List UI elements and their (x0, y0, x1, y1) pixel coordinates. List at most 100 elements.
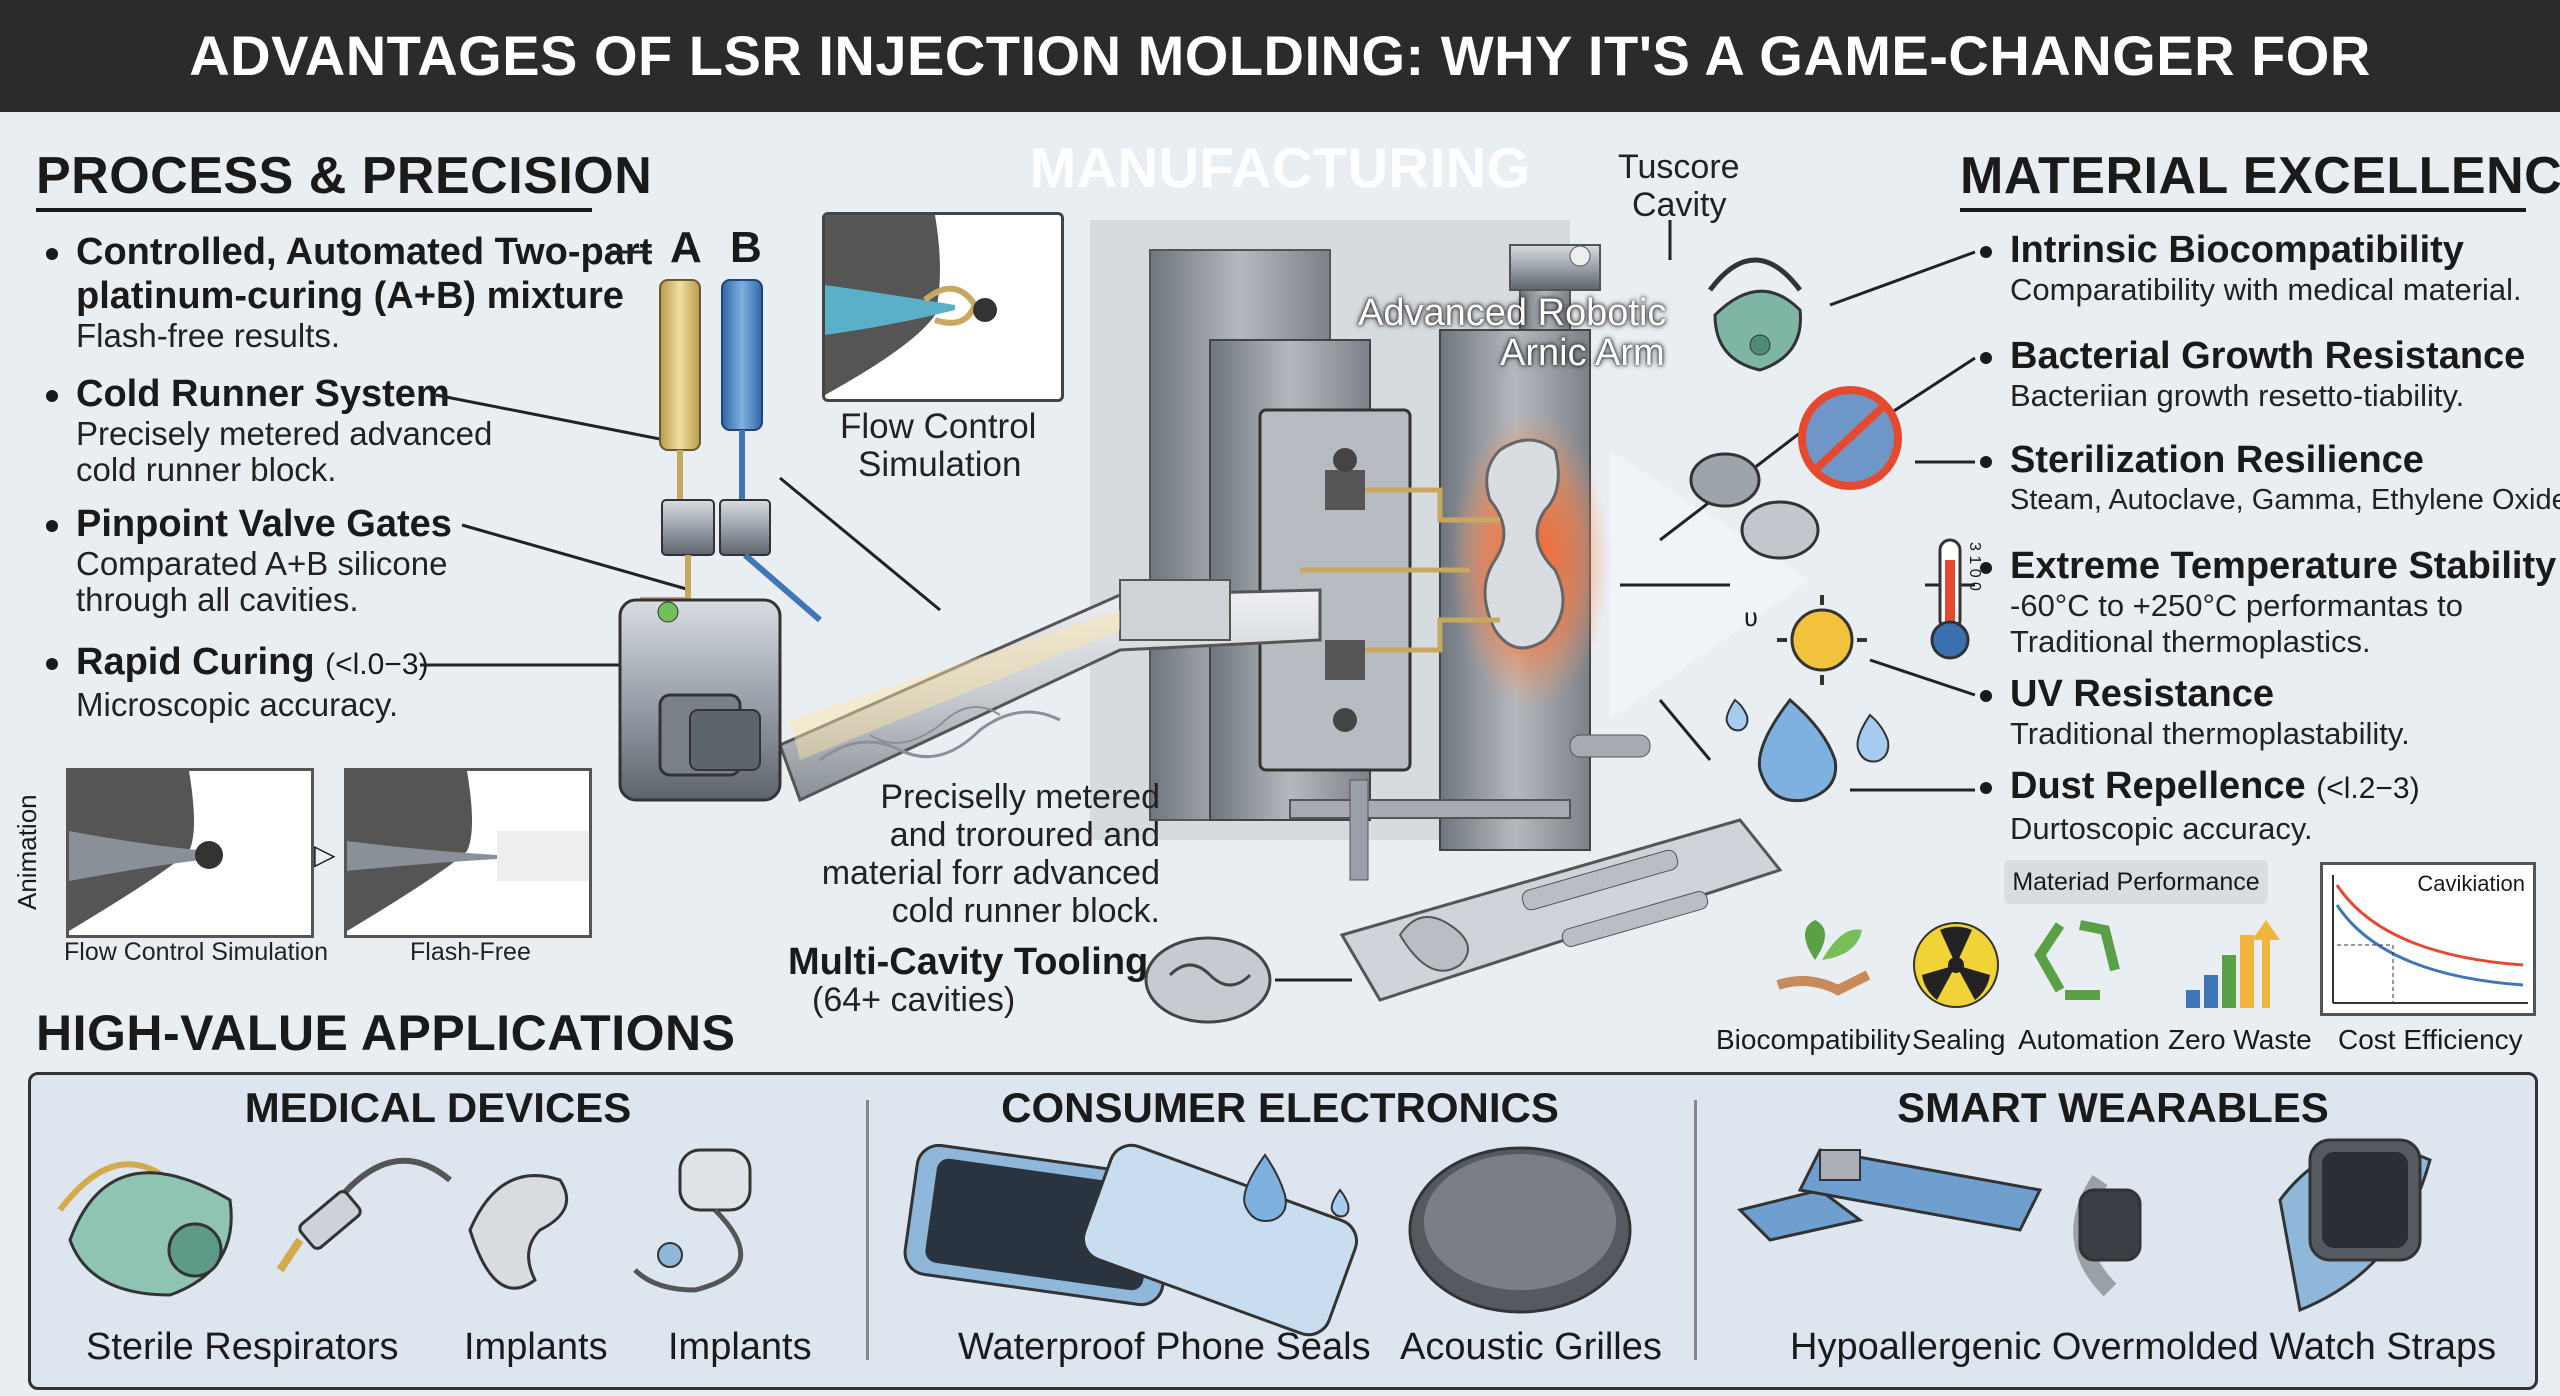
flow-sim-inset (822, 212, 1064, 402)
anim-frame-2-caption: Flash-Free (410, 938, 531, 966)
process-item-3-sub: Comparated A+B silicone (76, 545, 448, 582)
material-item-1-sub: Comparatibility with medical material. (2010, 272, 2522, 307)
tuscore-label-2: Cavity (1632, 186, 1727, 224)
respirator-mask-icon (57, 1161, 233, 1297)
metered-line-2: and troroured and (889, 816, 1160, 854)
cost-efficiency-label: Cost Efficiency (2338, 1024, 2523, 1055)
biocompatibility-icon (1776, 920, 1871, 996)
anim-frame-1-graphic (69, 771, 223, 931)
process-item-1-head-2: platinum-curing (A+B) mixture (76, 275, 624, 317)
process-item-2-head: Cold Runner System (76, 373, 450, 415)
waterproof-phone-seals-label: Waterproof Phone Seals (958, 1326, 1371, 1368)
recycle-icon (2034, 920, 2120, 1000)
material-item-2: Bacterial Growth Resistance Bacteriian g… (1980, 334, 2525, 414)
implant-shape-icon (468, 1174, 569, 1290)
sun-mark: ʋ (1744, 602, 1759, 632)
material-item-6-head: Dust Repellence (2010, 765, 2306, 807)
acoustic-grille-icon (1408, 1146, 1632, 1314)
process-item-4: Rapid Curing (<l.0−3) Microscopic accura… (46, 640, 429, 723)
process-title-underline (36, 208, 592, 212)
process-item-3-sub-2: through all cavities. (76, 581, 359, 618)
cartridge-a-label: A (670, 223, 702, 272)
sealing-icon (1913, 922, 1999, 1008)
process-item-3: Pinpoint Valve Gates Comparated A+B sili… (46, 502, 452, 618)
smartwatch-icon (2073, 1138, 2432, 1313)
material-section-title: MATERIAL EXCELLENCE (1960, 147, 2560, 205)
bullet-icon (1980, 781, 1992, 794)
process-item-4-sub: Microscopic accuracy. (76, 686, 399, 723)
material-item-4: Extreme Temperature Stability -60°C to +… (1980, 544, 2556, 660)
material-item-5-sub: Traditional thermoplastability. (2010, 716, 2410, 751)
silicone-discs-icon (1689, 452, 1820, 560)
tuscore-label-1: Tuscore (1618, 148, 1740, 186)
flow-sim-graphic (825, 215, 997, 395)
bullet-icon (46, 519, 58, 532)
implants-label-1: Implants (464, 1326, 608, 1368)
sun-icon (1777, 595, 1867, 685)
watch-straps-label: Hypoallergenic Overmolded Watch Straps (1790, 1326, 2497, 1368)
app-divider-2 (1694, 1100, 1697, 1360)
material-item-4-sub: -60°C to +250°C performantas to (2010, 588, 2463, 623)
multi-cavity-sub: (64+ cavities) (812, 981, 1016, 1019)
implant-connector-icon (276, 1157, 452, 1273)
process-item-1-sub: Flash-free results. (76, 317, 341, 354)
page-title: ADVANTAGES OF LSR INJECTION MOLDING: WHY… (189, 24, 2371, 199)
implants-label-2: Implants (668, 1326, 812, 1368)
bullet-icon (1980, 455, 1992, 468)
metered-line-3: material forr advanced (821, 854, 1160, 892)
material-item-4-sub-2: Traditional thermoplastics. (2010, 624, 2371, 659)
material-item-6-note: (<l.2−3) (2316, 772, 2420, 805)
flow-sim-caption-2: Simulation (858, 445, 1022, 484)
cartridge-b-label: B (730, 223, 762, 272)
process-item-2-sub: Precisely metered advanced (76, 415, 493, 452)
material-item-6: Dust Repellence (<l.2−3) Durtoscopic acc… (1980, 764, 2420, 847)
process-item-3-head: Pinpoint Valve Gates (76, 503, 452, 545)
medical-devices-title: MEDICAL DEVICES (244, 1084, 632, 1131)
bullet-icon (46, 657, 58, 670)
anim-arrow-icon: ▷ (314, 839, 336, 870)
acoustic-grilles-label: Acoustic Grilles (1400, 1326, 1662, 1368)
bar-growth-icon (2186, 920, 2280, 1008)
bullet-icon (46, 389, 58, 402)
title-bar (0, 0, 2560, 112)
material-item-5: UV Resistance Traditional thermoplastabi… (1980, 672, 2410, 752)
smartphone-icon (903, 1143, 1358, 1337)
respirator-icon (1708, 257, 1802, 372)
material-item-3: Sterilization Resilience Steam, Autoclav… (1980, 438, 2560, 518)
sealing-label: Sealing (1912, 1024, 2006, 1055)
material-item-3-sub: Steam, Autoclave, Gamma, Ethylene Oxide (2010, 484, 2560, 516)
implant-device-icon (633, 1148, 752, 1293)
water-droplet-icon (1725, 697, 1890, 803)
material-item-3-head: Sterilization Resilience (2010, 439, 2424, 481)
anim-frame-1 (66, 768, 314, 938)
consumer-electronics-title: CONSUMER ELECTRONICS (1001, 1084, 1559, 1131)
cost-chart-title: Cavikiation (2417, 871, 2525, 896)
automation-label: Automation (2018, 1024, 2160, 1055)
process-item-1-head: Controlled, Automated Two-part (76, 231, 653, 273)
cost-chart: Cavikiation (2320, 862, 2536, 1016)
process-item-4-head: Rapid Curing (76, 641, 315, 683)
applications-title: HIGH-VALUE APPLICATIONS (36, 1005, 736, 1061)
process-item-2: Cold Runner System Precisely metered adv… (46, 372, 492, 488)
sterile-respirators-label: Sterile Respirators (86, 1326, 399, 1368)
bullet-icon (46, 247, 58, 260)
anim-frame-2-graphic (347, 771, 589, 931)
material-item-1: Intrinsic Biocompatibility Comparatibili… (1980, 228, 2522, 308)
metered-line-4: cold runner block. (891, 892, 1160, 930)
thermometer-ticks: 3 1 0 0 (1966, 542, 1983, 591)
zero-waste-label: Zero Waste (2168, 1024, 2312, 1055)
process-item-1: Controlled, Automated Two-part platinum-… (46, 230, 652, 354)
material-title-underline (1960, 208, 2526, 212)
no-bacteria-icon (1798, 386, 1902, 490)
process-item-4-note: (<l.0−3) (325, 648, 429, 681)
app-divider-1 (866, 1100, 869, 1360)
material-item-2-head: Bacterial Growth Resistance (2010, 335, 2526, 377)
multi-cavity-title: Multi-Cavity Tooling (788, 941, 1149, 983)
robotic-arm-label-1: Advanced Robotic (1358, 292, 1667, 334)
anim-frame-1-caption: Flow Control Simulation (64, 938, 328, 966)
